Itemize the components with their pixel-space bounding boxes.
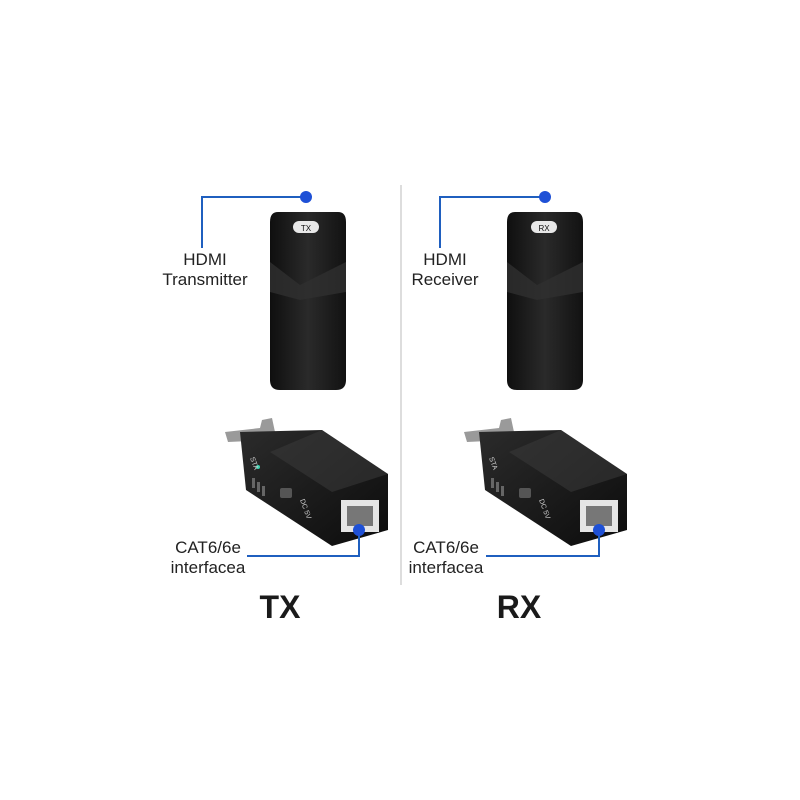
rx-hdmi-label-line2: Receiver bbox=[411, 270, 479, 289]
rx-hdmi-callout-dot bbox=[539, 191, 551, 203]
tx-cat-callout-line bbox=[247, 530, 360, 557]
tx-hdmi-dongle bbox=[270, 212, 346, 390]
rx-hdmi-label-line1: HDMI bbox=[423, 250, 467, 269]
rx-cat-callout-dot bbox=[593, 524, 605, 536]
rx-sta-label: STA bbox=[487, 456, 498, 471]
tx-cat-callout-dot bbox=[353, 524, 365, 536]
rx-cat-callout-line bbox=[486, 530, 600, 557]
tx-cat-label: CAT6/6e interfacea bbox=[158, 538, 258, 578]
tx-chip-label: TX bbox=[301, 224, 312, 233]
rx-hdmi-label: HDMI Receiver bbox=[395, 250, 495, 290]
tx-cat-label-line2: interfacea bbox=[170, 558, 246, 577]
rx-chip-label: RX bbox=[538, 224, 550, 233]
rx-cat-label-line2: interfacea bbox=[408, 558, 484, 577]
tx-cat-label-line1: CAT6/6e bbox=[175, 538, 241, 557]
tx-hdmi-label: HDMI Transmitter bbox=[150, 250, 260, 290]
tx-hdmi-callout-line bbox=[201, 196, 306, 248]
rx-cat-label: CAT6/6e interfacea bbox=[396, 538, 496, 578]
rx-hdmi-dongle bbox=[507, 212, 583, 390]
rx-hdmi-callout-line bbox=[439, 196, 545, 248]
tx-hdmi-callout-dot bbox=[300, 191, 312, 203]
tx-hdmi-label-line2: Transmitter bbox=[162, 270, 248, 289]
rx-title: RX bbox=[496, 589, 542, 625]
tx-extender-box bbox=[225, 418, 388, 546]
rx-extender-box bbox=[464, 418, 627, 546]
tx-sta-label: STA bbox=[248, 456, 259, 471]
tx-hdmi-label-line1: HDMI bbox=[183, 250, 227, 269]
rx-cat-label-line1: CAT6/6e bbox=[413, 538, 479, 557]
tx-title: TX bbox=[259, 589, 301, 625]
